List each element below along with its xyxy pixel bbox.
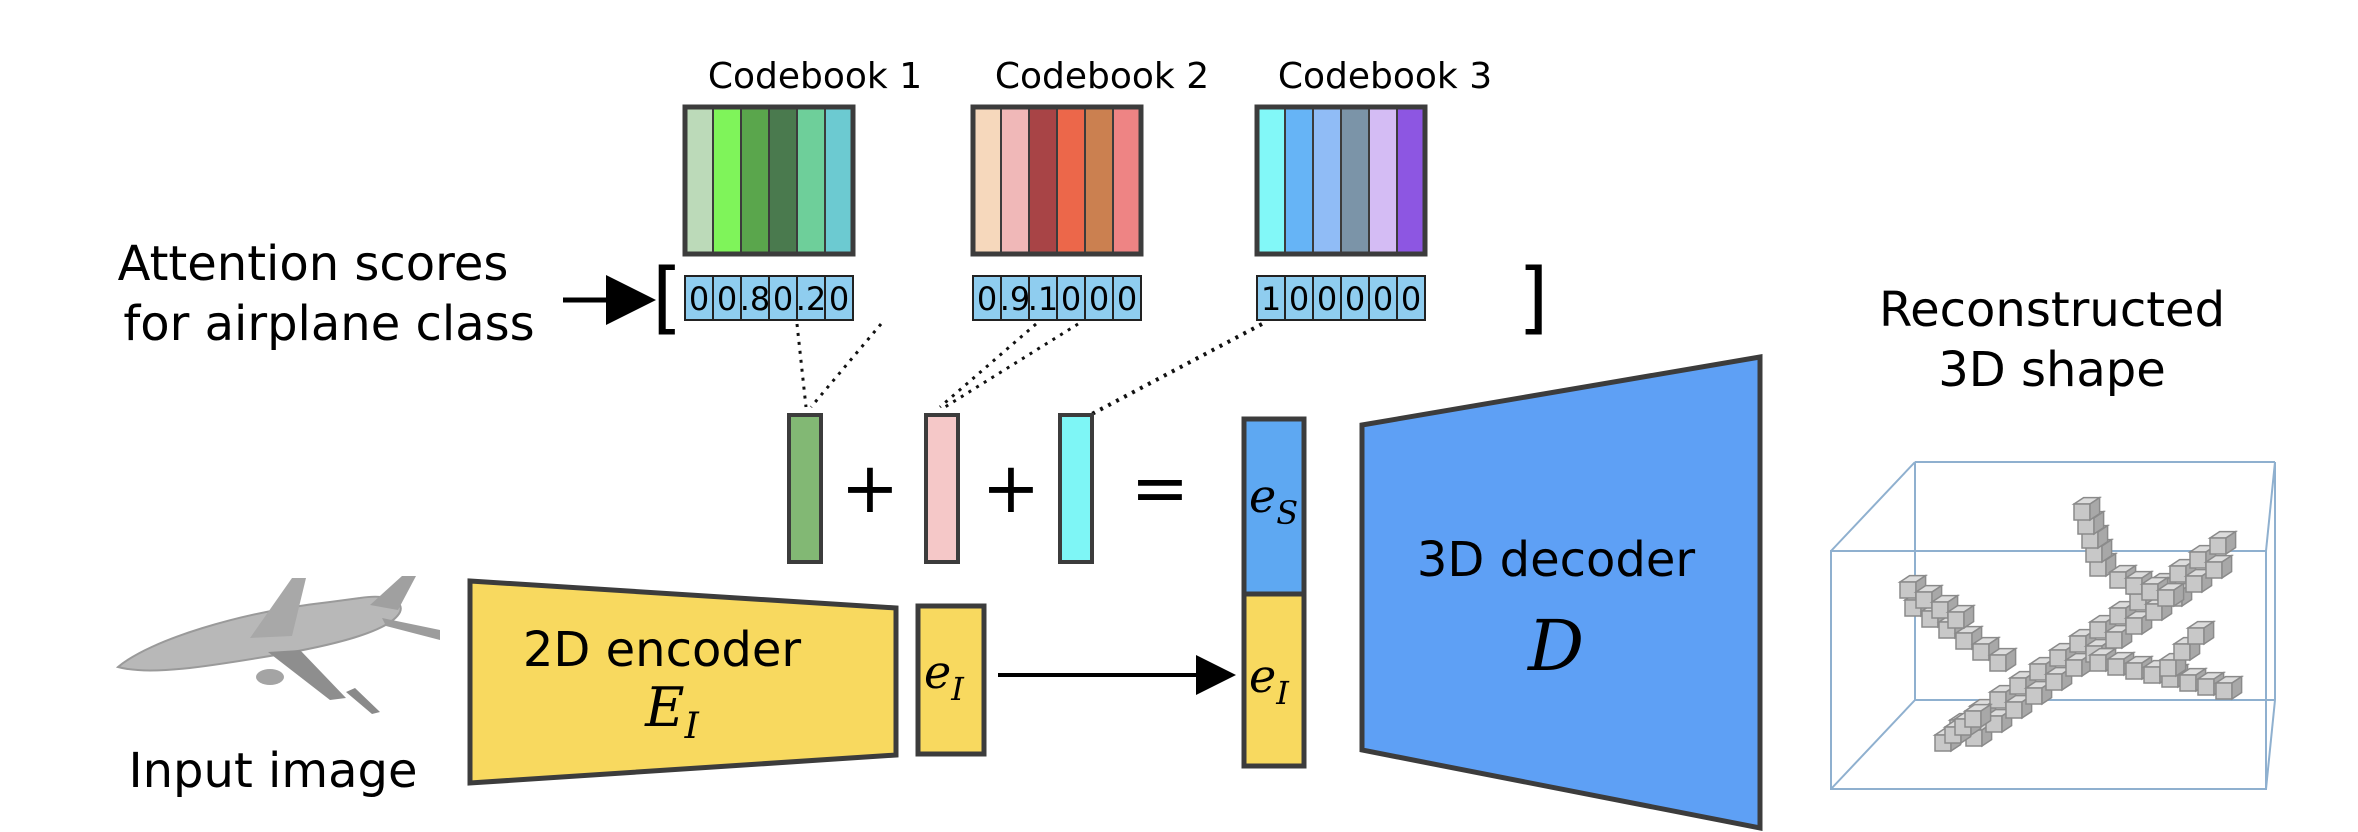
reconstructed-label-line1: Reconstructed bbox=[1879, 282, 2225, 338]
voxel-airplane-icon bbox=[1830, 461, 2276, 790]
attention-score-cell bbox=[1396, 275, 1426, 321]
codebook-entry bbox=[1256, 106, 1286, 255]
codebook-entry bbox=[1112, 106, 1142, 255]
attention-score-cell bbox=[796, 275, 826, 321]
plus-operator-2: + bbox=[982, 447, 1041, 529]
codebook-entry bbox=[1368, 106, 1398, 255]
codebook-title: Codebook 1 bbox=[708, 56, 922, 97]
encoder-symbol: EI bbox=[644, 676, 699, 747]
encoder-name: 2D encoder bbox=[523, 622, 801, 678]
es-label: eS bbox=[1249, 469, 1298, 532]
attention-score-value: 0 bbox=[1345, 280, 1365, 318]
codebook-outline bbox=[1254, 104, 1428, 257]
selected-vector-cyan bbox=[1058, 413, 1094, 564]
attention-label-line1: Attention scores bbox=[118, 236, 509, 292]
ei-label: eI bbox=[924, 645, 965, 708]
selected-vector-green bbox=[787, 413, 823, 564]
attention-score-cell bbox=[1112, 275, 1142, 321]
ei-combined-label: eI bbox=[1249, 649, 1290, 712]
attention-score-value: .8 bbox=[740, 280, 771, 318]
2d-encoder-block bbox=[467, 578, 899, 786]
attention-score-cell bbox=[768, 275, 798, 321]
decoder-name: 3D decoder bbox=[1417, 532, 1696, 588]
codebook-entry bbox=[712, 106, 742, 255]
attention-score-cell bbox=[972, 275, 1002, 321]
attention-score-value: 0 bbox=[717, 280, 737, 318]
attention-score-value: 0 bbox=[689, 280, 709, 318]
selected-vector-pink bbox=[924, 413, 960, 564]
attention-score-cell bbox=[712, 275, 742, 321]
attention-score-value: 0 bbox=[1373, 280, 1393, 318]
attention-score-value: 0 bbox=[773, 280, 793, 318]
codebook-entry bbox=[972, 106, 1002, 255]
attention-score-value: 0 bbox=[829, 280, 849, 318]
3d-decoder-block bbox=[1359, 354, 1763, 832]
attention-score-value: 0 bbox=[1061, 280, 1081, 318]
airplane-photo-icon bbox=[115, 576, 440, 714]
codebook-title: Codebook 3 bbox=[1278, 56, 1492, 97]
image-embedding-ei-combined bbox=[1241, 591, 1307, 769]
image-embedding-ei bbox=[915, 603, 987, 757]
attention-score-value: 0 bbox=[1117, 280, 1137, 318]
attention-score-value: .2 bbox=[796, 280, 827, 318]
codebook-entry bbox=[684, 106, 714, 255]
codebook-entry bbox=[1396, 106, 1426, 255]
reconstructed-label-line2: 3D shape bbox=[1938, 342, 2166, 398]
shape-embedding-es bbox=[1241, 416, 1307, 597]
codebook-entry bbox=[796, 106, 826, 255]
codebook-outline bbox=[970, 104, 1144, 257]
codebook-entry bbox=[824, 106, 854, 255]
attention-score-value: 1 bbox=[1261, 280, 1281, 318]
attention-score-value: 0 bbox=[1289, 280, 1309, 318]
attention-score-value: .1 bbox=[1028, 280, 1059, 318]
attention-score-value: 0 bbox=[977, 280, 997, 318]
plus-operator-1: + bbox=[841, 447, 900, 529]
codebook-entry bbox=[1284, 106, 1314, 255]
codebook-entry bbox=[1340, 106, 1370, 255]
bracket-close: ] bbox=[1518, 253, 1548, 343]
attention-score-cell bbox=[1256, 275, 1286, 321]
codebook-entry bbox=[1000, 106, 1030, 255]
attention-score-value: 0 bbox=[1089, 280, 1109, 318]
attention-score-value: 0 bbox=[1401, 280, 1421, 318]
bracket-open: [ bbox=[652, 253, 682, 343]
codebook-entry bbox=[1028, 106, 1058, 255]
codebook-entry bbox=[1312, 106, 1342, 255]
equals-operator: = bbox=[1131, 447, 1190, 529]
attention-score-value: .9 bbox=[1000, 280, 1031, 318]
attention-score-cell bbox=[684, 275, 714, 321]
codebook-entry bbox=[768, 106, 798, 255]
codebook-entry bbox=[1056, 106, 1086, 255]
input-image-label: Input image bbox=[128, 743, 417, 799]
selection-lines bbox=[795, 322, 1263, 417]
attention-score-cell bbox=[824, 275, 854, 321]
codebook-entry bbox=[1084, 106, 1114, 255]
codebook-title: Codebook 2 bbox=[995, 56, 1209, 97]
codebook-entry bbox=[740, 106, 770, 255]
attention-label-line2: for airplane class bbox=[123, 296, 534, 352]
codebook-outline bbox=[682, 104, 856, 257]
attention-score-value: 0 bbox=[1317, 280, 1337, 318]
decoder-symbol: D bbox=[1526, 605, 1584, 687]
